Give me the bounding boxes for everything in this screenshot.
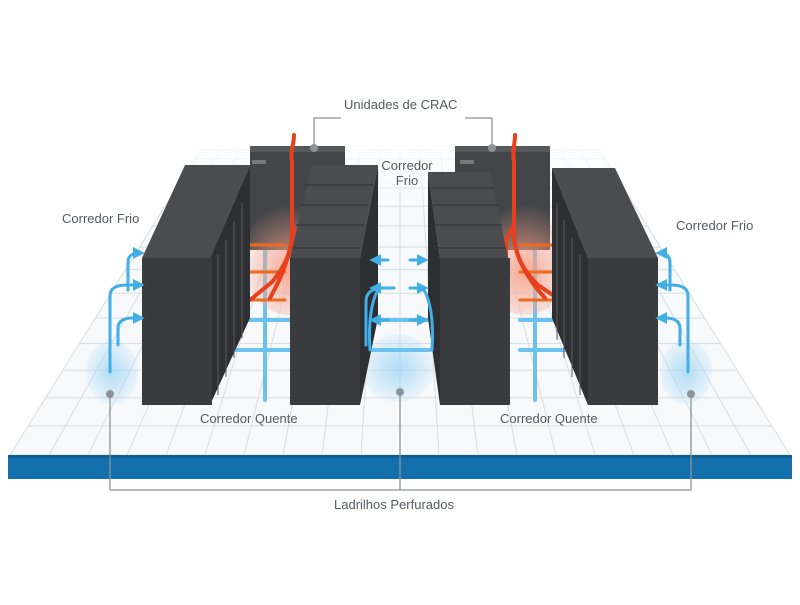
label-cold-aisle-left: Corredor Frio: [62, 211, 140, 226]
label-cold-aisle-center: Corredor Frio: [368, 158, 446, 188]
label-cold-aisle-right: Corredor Frio: [676, 218, 754, 233]
label-hot-aisle-left: Corredor Quente: [200, 411, 298, 426]
server-racks: [142, 165, 658, 405]
label-hot-aisle-right: Corredor Quente: [500, 411, 598, 426]
leader-lines: [109, 117, 692, 491]
label-crac-units: Unidades de CRAC: [344, 97, 458, 112]
leader-dots: [106, 144, 695, 398]
rack-row-3: [428, 172, 510, 405]
label-perforated-tiles: Ladrilhos Perfurados: [334, 497, 454, 512]
leader-crac-right: [465, 117, 493, 148]
leader-crac-left: [313, 117, 341, 148]
rack-row-1: [142, 165, 250, 405]
label-cold-aisle-center-line2: Frio: [395, 173, 419, 188]
rack-row-4: [552, 168, 658, 405]
label-cold-aisle-center-line1: Corredor: [381, 158, 433, 173]
cold-air-arrows: [108, 247, 690, 374]
